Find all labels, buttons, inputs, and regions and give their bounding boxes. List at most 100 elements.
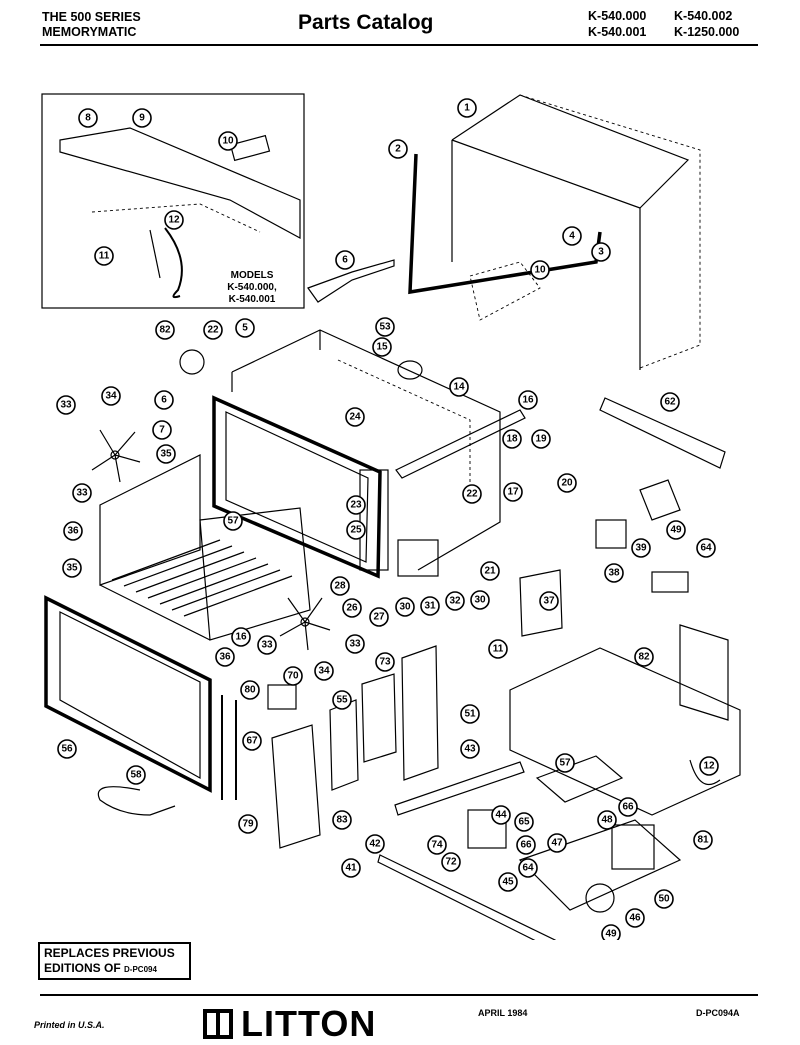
exploded-parts-diagram: MODELS K-540.000, K-540.001	[41, 93, 741, 940]
model-number: K-1250.000	[674, 25, 740, 39]
motor-drawing	[585, 883, 615, 913]
header-rule	[40, 44, 758, 46]
svg-text:38: 38	[608, 568, 620, 579]
svg-text:12: 12	[703, 761, 715, 772]
callout-36: 36	[215, 647, 235, 667]
callout-32: 32	[445, 591, 465, 611]
svg-text:16: 16	[522, 395, 534, 406]
brand-name: LITTON	[241, 1003, 377, 1044]
callout-6: 6	[154, 390, 174, 410]
svg-text:33: 33	[76, 488, 88, 499]
svg-text:24: 24	[349, 412, 361, 423]
bracket-drawing	[361, 673, 397, 763]
svg-text:21: 21	[484, 566, 496, 577]
svg-text:58: 58	[130, 770, 142, 781]
base-plate-drawing	[518, 819, 682, 911]
fan-shroud-drawing	[519, 569, 563, 637]
svg-text:41: 41	[345, 863, 357, 874]
callout-50: 50	[654, 889, 674, 909]
bracket-drawing	[307, 259, 395, 303]
front-frame-drawing	[408, 153, 602, 295]
callout-17: 17	[503, 482, 523, 502]
callout-labels: 8 9 10 12 11 1 2 4 3 6 10 82 22 5 53 15 …	[56, 98, 719, 940]
stirrer-bar-drawing	[395, 409, 526, 479]
svg-text:46: 46	[629, 913, 641, 924]
printed-in-label: Printed in U.S.A.	[34, 1020, 105, 1030]
svg-text:66: 66	[520, 840, 532, 851]
svg-text:6: 6	[342, 255, 348, 266]
callout-6: 6	[335, 250, 355, 270]
callout-2: 2	[388, 139, 408, 159]
series-line-2: MEMORYMATIC	[42, 25, 137, 39]
callout-11: 11	[488, 639, 508, 659]
svg-text:32: 32	[449, 596, 461, 607]
callout-46: 46	[625, 908, 645, 928]
callout-79: 79	[238, 814, 258, 834]
svg-text:18: 18	[506, 434, 518, 445]
svg-text:82: 82	[159, 325, 171, 336]
callout-4: 4	[562, 226, 582, 246]
svg-text:28: 28	[334, 581, 346, 592]
svg-text:25: 25	[350, 525, 362, 536]
inset-models-label: MODELS	[231, 270, 274, 281]
callout-47: 47	[547, 833, 567, 853]
callout-43: 43	[460, 739, 480, 759]
svg-text:10: 10	[534, 265, 546, 276]
callout-21: 21	[480, 561, 500, 581]
callout-29: 30	[470, 590, 490, 610]
cover-drawing	[535, 755, 624, 803]
callout-44: 44	[491, 805, 511, 825]
page-title: Parts Catalog	[298, 11, 434, 34]
svg-text:27: 27	[373, 612, 385, 623]
callout-3: 3	[591, 242, 611, 262]
control-panel-drawing	[271, 724, 321, 849]
svg-text:19: 19	[535, 434, 547, 445]
callout-62: 62	[660, 392, 680, 412]
probe-cord-drawing	[97, 786, 176, 816]
svg-text:66: 66	[622, 802, 634, 813]
callout-83: 83	[332, 810, 352, 830]
callout-41: 41	[341, 858, 361, 878]
svg-text:67: 67	[246, 736, 258, 747]
callout-36: 36	[63, 521, 83, 541]
svg-text:74: 74	[431, 840, 443, 851]
callout-55: 55	[332, 690, 352, 710]
lower-cabinet-drawing	[509, 624, 741, 816]
svg-text:5: 5	[242, 323, 248, 334]
svg-text:72: 72	[445, 857, 457, 868]
callout-73: 73	[375, 652, 395, 672]
model-number: K-540.000	[588, 9, 647, 23]
door-panel-drawing	[44, 595, 212, 793]
callout-82: 82	[634, 647, 654, 667]
svg-text:34: 34	[318, 666, 330, 677]
footer-rule	[40, 994, 758, 996]
svg-text:57: 57	[559, 758, 571, 769]
svg-text:14: 14	[453, 382, 465, 393]
callout-53: 53	[375, 317, 395, 337]
control-strip-drawing	[221, 695, 237, 800]
svg-text:1: 1	[464, 103, 470, 114]
svg-text:9: 9	[139, 113, 145, 124]
svg-text:30: 30	[399, 602, 411, 613]
callout-8: 8	[78, 108, 98, 128]
svg-text:7: 7	[159, 425, 165, 436]
callout-66: 66	[516, 835, 536, 855]
inset-models-line-2: K-540.001	[229, 294, 276, 305]
svg-text:3: 3	[598, 247, 604, 258]
callout-23: 23	[346, 495, 366, 515]
relay-drawing	[467, 809, 507, 849]
callout-56: 56	[57, 739, 77, 759]
callout-70: 70	[283, 666, 303, 686]
svg-text:64: 64	[522, 863, 534, 874]
svg-text:23: 23	[350, 500, 362, 511]
litton-logo: LITTON	[203, 1003, 376, 1045]
model-number: K-540.001	[588, 25, 647, 39]
svg-text:43: 43	[464, 744, 476, 755]
callout-22: 22	[203, 320, 223, 340]
fan-blade-drawing	[91, 429, 141, 483]
svg-text:73: 73	[379, 657, 391, 668]
callout-66: 66	[618, 797, 638, 817]
callout-16: 16	[231, 627, 251, 647]
transformer-drawing	[611, 824, 655, 870]
